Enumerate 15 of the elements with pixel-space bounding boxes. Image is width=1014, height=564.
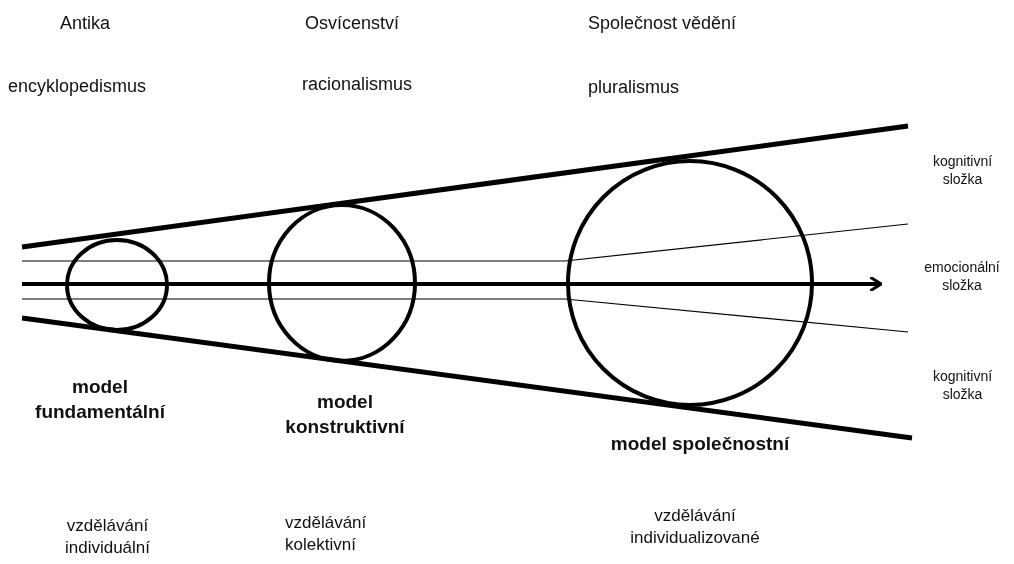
component-label: kognitivní složka [931, 367, 994, 404]
era-label: Osvícenství [305, 12, 401, 35]
component-label: emocionální složka [923, 258, 1001, 295]
model-label: model konstruktivní [284, 390, 406, 439]
education-label: vzdělávání individualizované [629, 505, 761, 550]
education-label: vzdělávání individuální [63, 515, 152, 560]
model-label: model fundamentální [34, 375, 167, 424]
education-label: vzdělávání kolektivní [285, 512, 368, 557]
model-label: model společnostní [610, 432, 790, 456]
component-label: kognitivní složka [931, 152, 994, 189]
era-label: Antika [60, 12, 112, 35]
paradigm-label: encyklopedismus [8, 75, 148, 98]
paradigm-label: pluralismus [588, 76, 681, 99]
paradigm-label: racionalismus [302, 73, 414, 96]
era-label: Společnost vědění [588, 12, 738, 35]
